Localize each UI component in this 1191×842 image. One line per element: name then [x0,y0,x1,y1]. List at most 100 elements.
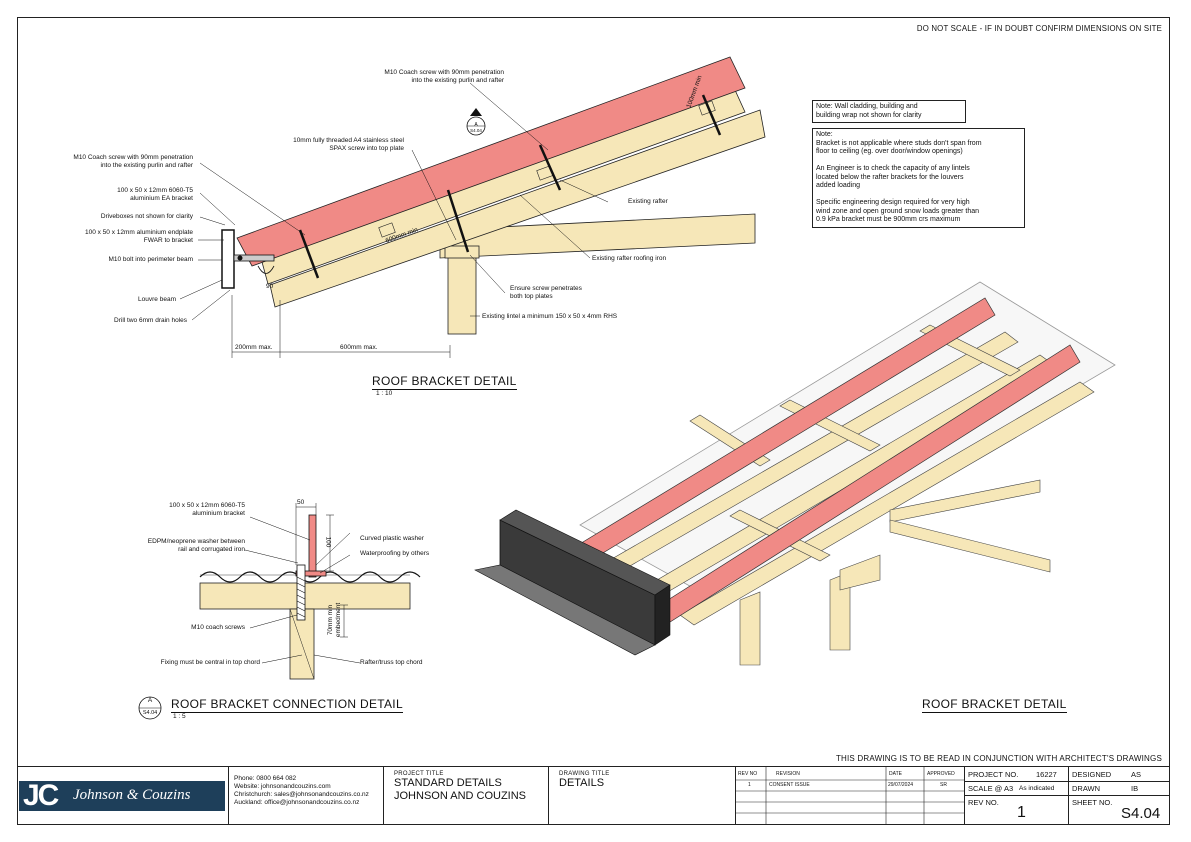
label-screw-penetrates: Ensure screw penetrates both top plates [510,285,582,300]
drawing-title: DETAILS [559,777,605,789]
rev-no-label: REV NO. [968,798,999,807]
ea-bracket [233,254,275,262]
bolt [237,255,243,261]
conn-label-fixing-central: Fixing must be central in top chord [160,659,260,666]
contact-phone: Phone: 0800 664 082 [234,775,297,782]
project-title-cell: PROJECT TITLE STANDARD DETAILS JOHNSON A… [384,767,549,825]
logo-text: Johnson & Couzins [73,787,191,803]
corrugated-iron [199,571,421,583]
label-existing-lintel: Existing lintel a minimum 150 x 50 x 4mm… [482,313,618,320]
company-logo: JC Johnson & Couzins [19,779,225,812]
beam [839,554,881,591]
rev-header-date: DATE [889,771,902,777]
strut [889,519,1051,573]
section-marker-letter: A [474,122,478,128]
label-coach-screw-left: M10 Coach screw with 90mm penetration in… [73,154,193,169]
conn-label-coach-screws: M10 coach screws [191,624,245,631]
scale-label: SCALE @ A3 [968,784,1014,793]
label-bolt: M10 bolt into perimeter beam [108,256,193,263]
project-title-line1: STANDARD DETAILS [394,777,502,789]
project-title-label: PROJECT TITLE [394,771,444,777]
lower-rafter [269,109,766,308]
connection-marker-letter: A [147,697,153,704]
screw [538,144,562,191]
drawn-value: IB [1131,784,1139,793]
label-louvre-beam: Louvre beam [138,296,176,303]
connection-marker [138,696,162,720]
logo-mark: JC [23,779,59,812]
designer-info-cell: DESIGNED AS DRAWN IB SHEET NO. S4.04 [1069,767,1169,825]
label-endplate: 100 x 50 x 12mm aluminium endplate FWAR … [84,229,193,244]
label-drain-holes: Drill two 6mm drain holes [114,317,187,324]
conn-label-rafter-truss: Rafter/truss top chord [360,659,423,666]
connection-detail-drawing [199,503,421,680]
detail-connection-scale: 1 : 5 [173,713,186,720]
louvre-beam [221,229,235,289]
project-title-line2: JOHNSON AND COUZINS [394,790,527,802]
scale-value: As indicated [1019,785,1055,792]
designed-value: AS [1131,770,1142,779]
screw [298,229,320,279]
label-rafter-roofing-iron: Existing rafter roofing iron [592,255,667,262]
rev-header-rev: REV NO [738,771,758,777]
rev-header-revision: REVISION [776,771,800,777]
sheet-no: S4.04 [1121,805,1161,822]
rev-row-revision: CONSENT ISSUE [769,782,810,788]
conn-dim-50: 50 [297,499,305,506]
dim-90: 90 [266,283,274,290]
note-engineering: Note: Bracket is not applicable where st… [812,128,1025,228]
rev-row-rev: 1 [748,782,751,788]
sheet-no-label: SHEET NO. [1072,798,1113,807]
timber-rafter [679,381,1095,626]
post [739,591,761,666]
revision-table: REV NO REVISION DATE APPROVED 1 CONSENT … [736,767,965,825]
dim-600: 600mm max. [340,344,378,351]
roof-sheet-transparent [579,281,1116,601]
dim-200: 200mm max. [235,344,273,351]
detail-iso-title: ROOF BRACKET DETAIL [922,697,1067,713]
conn-label-waterproofing: Waterproofing by others [360,550,430,557]
footer-note: THIS DRAWING IS TO BE READ IN CONJUNCTIO… [835,754,1162,763]
strut [889,479,1041,523]
project-no-label: PROJECT NO. [968,770,1019,779]
drawing-title-cell: DRAWING TITLE DETAILS [549,767,736,825]
detail-top-scale: 1 : 10 [376,390,393,397]
screw [446,189,470,253]
coach-screw [296,564,306,621]
detail-connection-title: ROOF BRACKET CONNECTION DETAIL [171,697,403,713]
drawn-label: DRAWN [1072,784,1101,793]
label-spax-screw: 10mm fully threaded A4 stainless steel S… [293,137,404,152]
contact-christchurch: Christchurch: sales@johnsonandcouzins.co… [234,791,369,798]
drawing-frame [17,17,1170,825]
aluminium-bracket [308,514,317,578]
rev-row-approved: SR [940,782,947,788]
title-block: JC Johnson & Couzins Phone: 0800 664 082… [17,766,1170,825]
label-coach-screw-top: M10 Coach screw with 90mm penetration in… [384,69,504,84]
gutter-hook [257,265,275,274]
gutter [474,564,656,656]
conn-dim-100: 100 [324,536,332,548]
contact-website: Website: johnsonandcouzins.com [234,783,331,790]
roof-bracket-detail-drawing [179,56,766,358]
designed-label: DESIGNED [1072,770,1112,779]
contact-auckland: Auckland: office@johnsonandcouzins.co.nz [234,799,360,806]
connection-marker-sheet: S4.04 [142,710,158,716]
drawing-title-label: DRAWING TITLE [559,771,610,777]
project-no: 16227 [1036,770,1057,779]
contact-cell: Phone: 0800 664 082 Website: johnsonandc… [229,767,384,825]
note-cladding: Note: Wall cladding, building and buildi… [812,100,966,123]
label-drive-boxes: Driveboxes not shown for clarity [100,213,193,220]
conn-label-washer-rail: EDPM/neoprene washer between rail and co… [147,538,245,553]
rev-row-date: 29/07/2024 [888,782,914,788]
bracket-foot [295,570,327,577]
section-marker-sheet: S4.04 [470,128,482,133]
do-not-scale-note: DO NOT SCALE - IF IN DOUBT CONFIRM DIMEN… [916,24,1162,33]
top-plate [444,245,480,259]
rev-no: 1 [1017,804,1026,821]
logo-cell: JC Johnson & Couzins [17,767,229,825]
rev-header-approved: APPROVED [927,771,955,777]
purlin-block [378,222,396,238]
conn-label-bracket: 100 x 50 x 12mm 6060-T5 aluminium bracke… [169,502,245,517]
support-post [447,249,477,335]
label-ea-bracket: 100 x 50 x 12mm 6060-T5 aluminium EA bra… [117,187,193,202]
